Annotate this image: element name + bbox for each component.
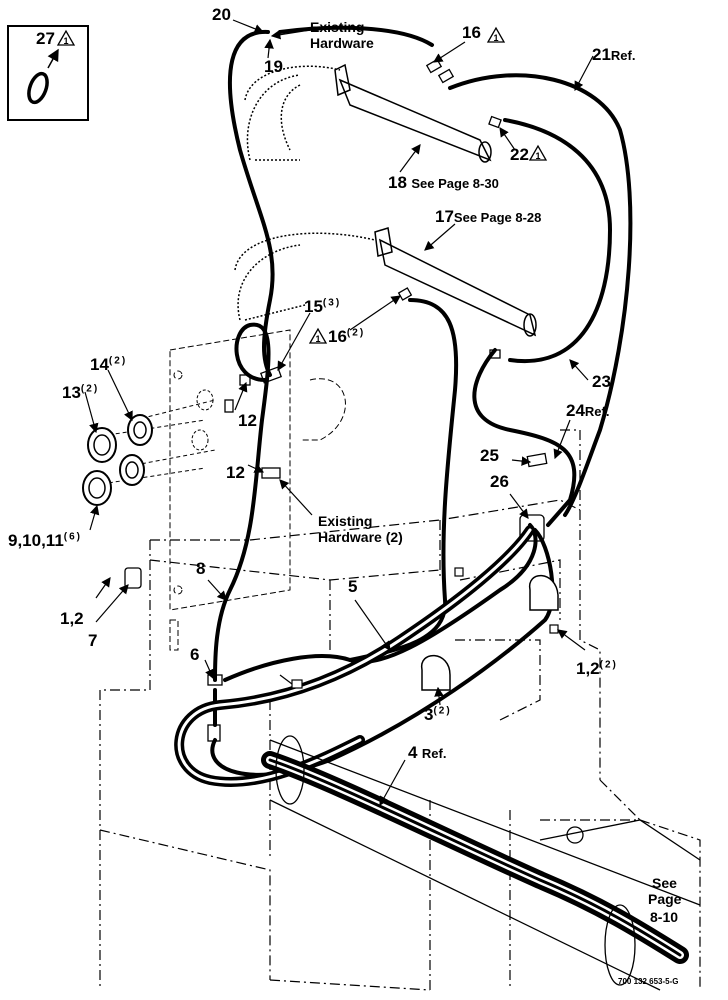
callout-15: 15(3) <box>304 298 341 316</box>
callout-15-number: 15 <box>304 297 323 316</box>
note-existing-hardware-mid-1: Existing <box>318 513 373 529</box>
callout-14-qty: (2) <box>108 355 128 367</box>
callout-16-top: 16 <box>462 23 481 42</box>
callout-3: 3(2) <box>424 706 452 724</box>
couplers <box>82 389 216 506</box>
callout-21: 21Ref. <box>592 46 635 64</box>
hose-clips <box>421 574 559 691</box>
callout-16-mid-qty: (2) <box>346 327 366 339</box>
callout-18-number: 18 <box>388 173 407 192</box>
callout-20: 20 <box>212 5 231 24</box>
revision-mark-22: 1 <box>535 151 540 161</box>
callout-21-ref: Ref. <box>610 48 636 63</box>
callout-1-2-right: 1,2(2) <box>576 660 618 678</box>
callout-13: 13(2) <box>62 384 99 402</box>
callout-17-text: See Page 8-28 <box>453 210 542 225</box>
frame-outline <box>99 429 701 991</box>
callout-24-ref: Ref. <box>584 404 610 419</box>
callout-27: 27 <box>36 29 55 48</box>
callout-13-qty: (2) <box>80 383 100 395</box>
callout-14: 14(2) <box>90 356 127 374</box>
bolts <box>279 567 559 689</box>
callout-17-number: 17 <box>435 207 454 226</box>
callout-18: 18 See Page 8-30 <box>388 174 499 192</box>
note-see-page-2: Page <box>648 891 682 907</box>
revision-mark-16-mid: 1 <box>315 334 320 344</box>
note-see-page-3: 8-10 <box>650 909 679 925</box>
bracket-plate-left <box>169 329 346 651</box>
callout-17: 17See Page 8-28 <box>435 208 541 226</box>
callout-5: 5 <box>348 577 358 596</box>
callout-9-10-11: 9,10,11(6) <box>8 532 82 550</box>
callout-1-2-top: 1,2 <box>60 609 84 628</box>
callout-24: 24Ref. <box>566 402 609 420</box>
callout-15-qty: (3) <box>322 297 342 309</box>
callout-4: 4 Ref. <box>408 744 446 762</box>
revision-triangle-marks: 1 1 1 1 <box>63 33 540 344</box>
callout-1-2-right-qty: (2) <box>599 659 618 671</box>
hoses <box>174 25 689 964</box>
callout-16-mid: 16(2) <box>328 328 365 346</box>
callout-1-2-right-number: 1,2 <box>576 659 600 678</box>
leader-lines <box>84 19 594 807</box>
note-existing-hardware-top-2: Hardware <box>310 35 374 51</box>
callout-4-number: 4 <box>408 743 418 762</box>
callout-4-ref: Ref. <box>421 746 447 761</box>
revision-mark-legend: 1 <box>63 36 68 46</box>
note-existing-hardware-mid-2: Hardware (2) <box>318 529 403 545</box>
note-see-page-1: See <box>652 875 677 891</box>
callout-19: 19 <box>264 57 283 76</box>
callout-14-number: 14 <box>90 355 109 374</box>
legend-box <box>7 25 89 121</box>
callout-8: 8 <box>196 559 206 578</box>
callout-12-a: 12 <box>238 411 257 430</box>
revision-triangles <box>56 26 548 344</box>
revision-mark-16-top: 1 <box>493 33 498 43</box>
callout-18-text: See Page 8-30 <box>411 176 499 191</box>
callout-22: 22 <box>510 145 529 164</box>
cylinder-17 <box>234 227 537 337</box>
callout-13-number: 13 <box>62 383 81 402</box>
callout-24-number: 24 <box>566 401 585 420</box>
callout-16-mid-number: 16 <box>328 327 347 346</box>
cylinder-18 <box>244 63 492 163</box>
callout-21-number: 21 <box>592 45 611 64</box>
callout-7: 7 <box>88 631 98 650</box>
drawing-number: 700 132 653-5-G <box>618 977 679 986</box>
note-existing-hardware-top-1: Existing <box>310 19 365 35</box>
callout-26: 26 <box>490 472 509 491</box>
callout-3-qty: (2) <box>433 705 452 717</box>
callout-25: 25 <box>480 446 499 465</box>
callout-23: 23 <box>592 372 611 391</box>
callout-9-10-11-number: 9,10,11 <box>8 531 64 550</box>
callout-12-b: 12 <box>226 463 245 482</box>
callout-3-number: 3 <box>424 705 434 724</box>
callout-6: 6 <box>190 645 200 664</box>
frame-tube <box>269 735 701 991</box>
callout-9-10-11-qty: (6) <box>63 531 83 543</box>
